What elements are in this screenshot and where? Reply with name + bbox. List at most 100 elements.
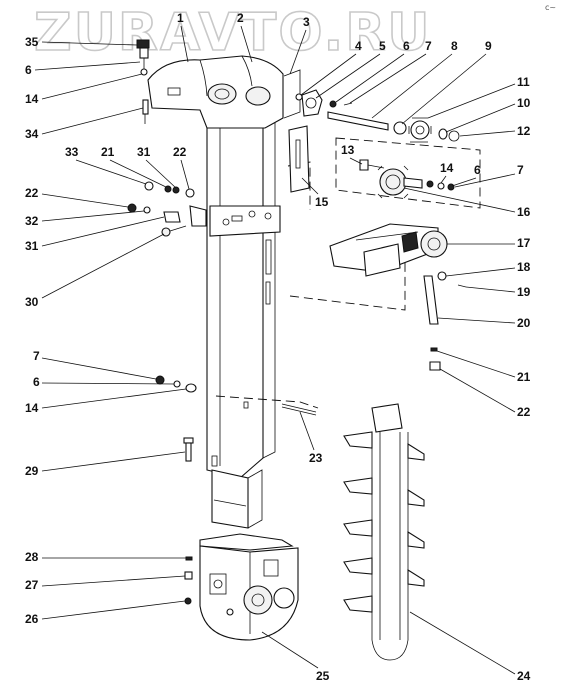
watermark-text: ZURAVTO.RU	[34, 3, 431, 63]
callout-18: 18	[445, 260, 531, 277]
callout-6-left: 6	[25, 61, 141, 77]
part-17-motor-bracket	[329, 223, 448, 277]
callout-label: 19	[517, 285, 531, 299]
callout-label: 3	[303, 15, 310, 29]
callout-4: 4	[300, 39, 362, 96]
callout-32: 32	[25, 210, 145, 228]
callout-label: 14	[440, 161, 454, 175]
callout-2: 2	[237, 11, 253, 63]
callout-6-right: 6	[451, 163, 481, 187]
callout-label: 4	[355, 39, 362, 53]
callout-label: 6	[403, 39, 410, 53]
callout-label: 22	[517, 405, 531, 419]
callout-label: 1	[177, 11, 184, 25]
callout-7-top: 7	[349, 39, 432, 104]
elevator-column	[206, 89, 276, 529]
callout-22-left: 22	[25, 186, 129, 208]
callout-26: 26	[25, 600, 186, 626]
callout-29: 29	[25, 451, 186, 478]
callout-6-top: 6	[335, 39, 410, 103]
dashed-detail-box-upper	[335, 137, 481, 209]
callout-label: 30	[25, 295, 39, 309]
callout-33: 33	[65, 145, 147, 185]
part-23-rod	[281, 403, 317, 416]
callout-label: 8	[451, 39, 458, 53]
callout-label: 10	[517, 96, 531, 110]
callout-label: 35	[25, 35, 39, 49]
callout-17: 17	[447, 236, 531, 250]
tension-rod-assembly	[423, 271, 467, 371]
callout-23: 23	[299, 411, 323, 465]
part-34-bolt	[142, 99, 149, 124]
callout-14-mid: 14	[25, 388, 187, 415]
callout-label: 31	[137, 145, 151, 159]
callout-label: 20	[517, 316, 531, 330]
callout-31-left: 31	[25, 216, 165, 253]
callout-27: 27	[25, 575, 186, 592]
callout-28: 28	[25, 550, 186, 564]
callout-label: 11	[517, 75, 530, 89]
part-15-plate	[288, 125, 310, 193]
callout-label: 13	[341, 143, 355, 157]
callout-6-mid: 6	[33, 375, 175, 389]
callout-label: 9	[485, 39, 492, 53]
callout-14-right: 14	[440, 161, 454, 184]
callout-31-top: 31	[137, 145, 177, 189]
callout-label: 14	[25, 401, 39, 415]
callout-7-left: 7	[33, 349, 157, 380]
callout-label: 23	[309, 451, 323, 465]
callout-8: 8	[371, 39, 458, 119]
callout-30: 30	[25, 233, 165, 309]
callout-label: 25	[316, 669, 330, 683]
left-fastener-set	[127, 181, 207, 237]
callout-16: 16	[403, 187, 531, 219]
callout-13: 13	[341, 143, 363, 165]
part-29-bolt	[183, 437, 194, 462]
callout-label: 22	[25, 186, 39, 200]
part-24-bucket-chain	[343, 403, 425, 661]
callout-label: 34	[25, 127, 39, 141]
corner-mark: c~	[545, 3, 556, 12]
dashed-rod-line	[215, 395, 319, 409]
callout-label: 2	[237, 11, 244, 25]
callout-label: 26	[25, 612, 39, 626]
callout-15: 15	[301, 177, 329, 209]
callout-12: 12	[459, 124, 531, 138]
callout-label: 22	[173, 145, 187, 159]
callout-label: 7	[33, 349, 40, 363]
part-25-boot	[199, 533, 299, 641]
callout-label: 15	[315, 195, 329, 209]
callout-19: 19	[465, 285, 531, 299]
head-shaft-assembly	[295, 89, 460, 143]
callout-label: 27	[25, 578, 39, 592]
callout-21-top: 21	[101, 145, 167, 188]
elevator-head	[147, 55, 301, 129]
callout-label: 14	[25, 92, 39, 106]
callout-label: 17	[517, 236, 531, 250]
callout-22-top: 22	[173, 145, 190, 190]
callout-9: 9	[401, 39, 492, 125]
callout-25: 25	[261, 631, 330, 683]
callout-label: 12	[517, 124, 531, 138]
callout-21-right: 21	[436, 350, 531, 384]
callout-label: 16	[517, 205, 531, 219]
callout-label: 28	[25, 550, 39, 564]
callout-3: 3	[289, 15, 310, 75]
boot-fastener-set	[184, 556, 193, 605]
callout-10: 10	[445, 96, 531, 133]
callout-label: 29	[25, 464, 39, 478]
callout-35: 35	[25, 35, 138, 49]
callout-label: 7	[517, 163, 524, 177]
callout-label: 21	[517, 370, 531, 384]
callout-34: 34	[25, 107, 144, 141]
callout-5: 5	[315, 39, 386, 99]
part-35-fitting	[136, 39, 150, 76]
callout-label: 21	[101, 145, 115, 159]
callout-label: 6	[25, 63, 32, 77]
callout-24: 24	[409, 611, 531, 683]
callout-1: 1	[177, 11, 189, 63]
callout-label: 31	[25, 239, 39, 253]
callout-22-right: 22	[439, 368, 531, 419]
callout-20: 20	[437, 316, 531, 330]
